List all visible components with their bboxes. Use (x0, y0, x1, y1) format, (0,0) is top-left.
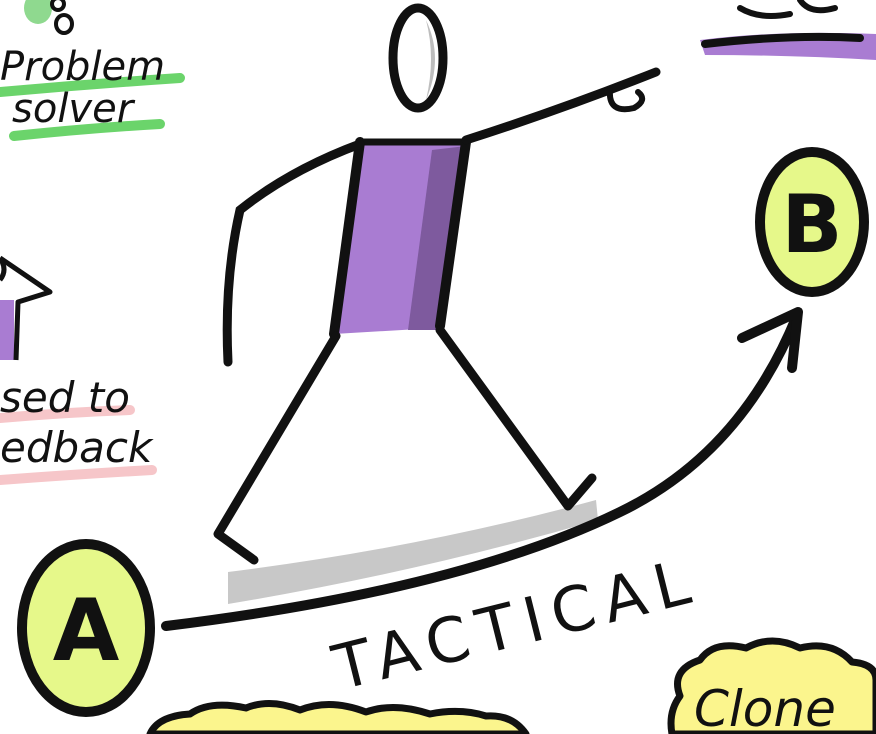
problem-text: Problem (0, 44, 165, 90)
clone-label: Clone (694, 680, 836, 734)
arrow-pointer-icon (0, 258, 50, 360)
bottom-yellow-cloud (150, 703, 526, 734)
figure-right-leg (440, 330, 592, 506)
point-b-label: B (782, 178, 843, 271)
top-right-banner (700, 0, 876, 60)
solver-text: solver (12, 86, 136, 132)
feedback-text: edback (0, 423, 154, 472)
top-left-bubbles (24, 0, 72, 33)
stick-figure (218, 8, 656, 560)
figure-right-arm (466, 72, 656, 140)
point-a-badge: A (22, 544, 150, 712)
clone-cloud: Clone (671, 641, 876, 734)
point-b-badge: B (760, 152, 864, 292)
point-a-label: A (53, 581, 120, 681)
used-to-text: sed to (0, 373, 130, 422)
figure-left-leg (218, 336, 336, 560)
problem-solver-label: Problem solver (0, 44, 180, 136)
used-to-feedback-label: sed to edback (0, 373, 154, 480)
figure-head (393, 8, 443, 108)
